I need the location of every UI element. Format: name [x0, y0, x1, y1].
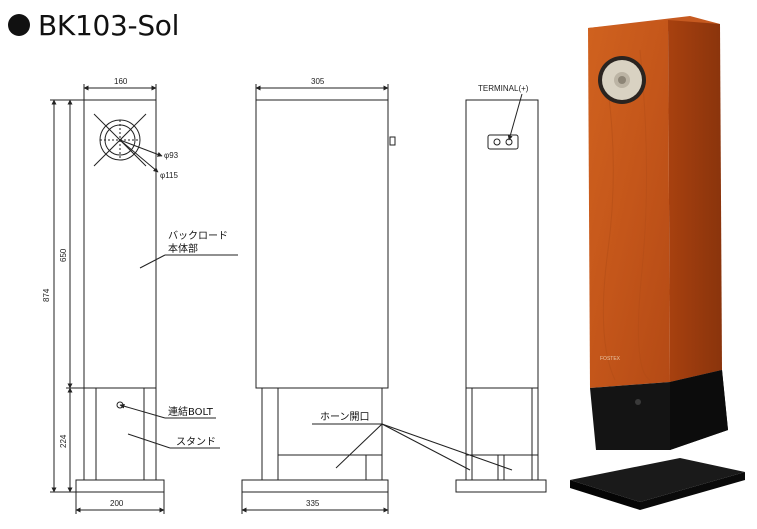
dim-side-base-width: 335: [306, 499, 320, 508]
dim-stand-height: 224: [59, 434, 68, 448]
side-base-outline: [241, 479, 389, 493]
dim-front-width: 160: [114, 77, 128, 86]
dim-cutout-inner: φ93: [164, 151, 179, 160]
label-bolt: 連結BOLT: [168, 405, 214, 418]
front-body-outline: [83, 99, 157, 389]
dim-cutout-outer: φ115: [160, 171, 178, 180]
rear-base-outline: [455, 479, 547, 493]
rear-body-outline: [465, 99, 539, 389]
label-horn-opening: ホーン開口: [320, 411, 370, 423]
label-stand: スタンド: [176, 436, 216, 448]
side-view: [241, 84, 513, 514]
product-title: BK103-Sol: [8, 8, 179, 42]
side-stand-outline: [261, 387, 383, 481]
front-base-outline: [75, 479, 165, 493]
label-terminal: TERMINAL(+): [478, 84, 529, 93]
label-backload-body: 本体部: [168, 242, 198, 255]
dim-total-height: 874: [42, 288, 51, 302]
dim-base-width: 200: [110, 499, 124, 508]
stand-bolt: [635, 399, 641, 405]
terminal-post-icon: [493, 138, 501, 146]
brand-logo: FOSTEX: [600, 356, 621, 362]
rear-view: [455, 93, 547, 493]
side-body-outline: [255, 99, 389, 389]
cabinet-front: [588, 20, 670, 388]
label-backload: バックロード: [168, 230, 228, 242]
speaker-photo: FOSTEX: [570, 16, 745, 510]
front-view: [50, 84, 238, 514]
product-name: BK103-Sol: [38, 8, 180, 42]
dim-body-height: 650: [59, 248, 68, 262]
terminal-plate: [487, 134, 519, 150]
bullet-icon: [8, 14, 30, 36]
dim-side-width: 305: [311, 77, 325, 86]
cabinet-side: [668, 20, 722, 382]
stand-base: [570, 458, 745, 502]
